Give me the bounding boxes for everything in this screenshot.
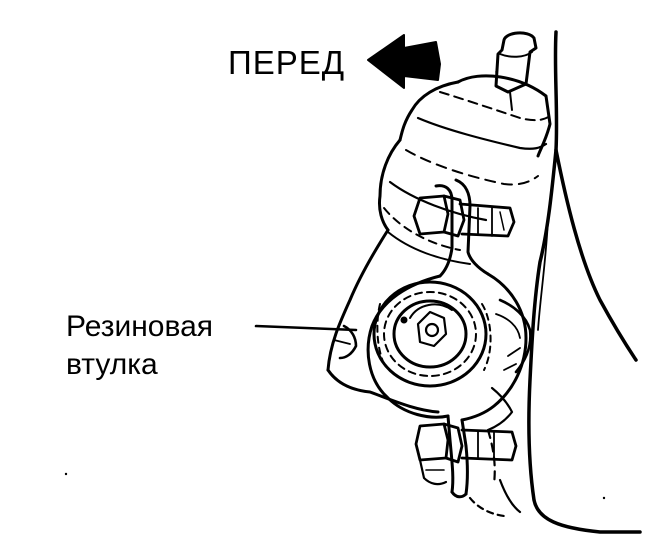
lower-housing (468, 428, 522, 518)
front-direction-label: ПЕРЕД (228, 44, 346, 81)
arrow-left-icon (367, 34, 441, 89)
clamp-bracket (366, 178, 528, 499)
rubber-bushing (372, 280, 492, 388)
bushing-label-line2: втулка (66, 348, 158, 381)
pipe-fitting (494, 31, 538, 111)
boot-housing (326, 74, 552, 414)
bushing-leader-line (254, 324, 358, 332)
print-speck (602, 496, 606, 500)
upper-bolt (412, 194, 516, 238)
lower-bolt (414, 422, 518, 486)
bushing-label-line1: Резиновая (66, 310, 214, 343)
body-panel (527, 30, 642, 534)
print-speck (64, 472, 68, 476)
